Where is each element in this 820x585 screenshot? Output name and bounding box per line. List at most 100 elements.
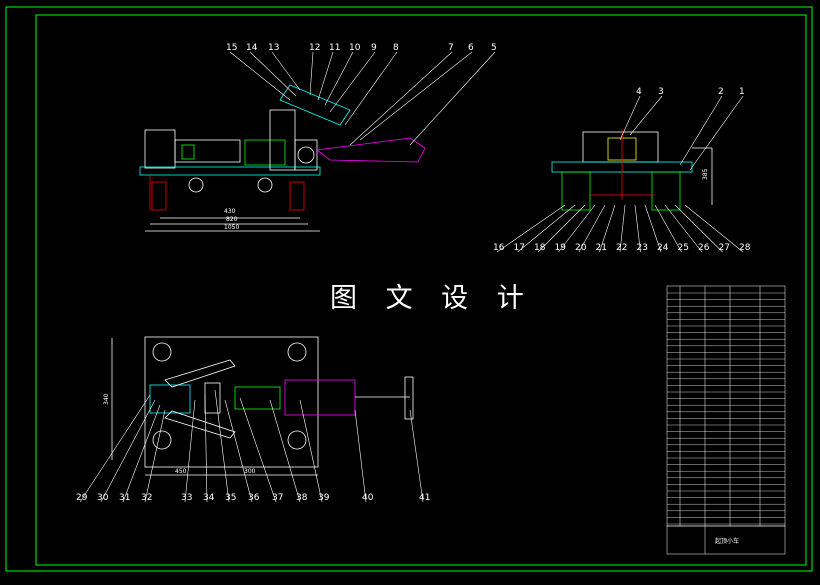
- callout-leader: [299, 399, 323, 503]
- callout-5: 5: [491, 43, 497, 53]
- callout-leader: [619, 95, 641, 141]
- callout-leader: [309, 51, 314, 96]
- callout-29: 29: [76, 493, 88, 503]
- callout-leader: [204, 394, 208, 503]
- callout-22: 22: [616, 243, 627, 253]
- side-view: [551, 130, 713, 211]
- callout-leader: [271, 51, 301, 91]
- inner-frame: [35, 14, 807, 566]
- callout-leader: [359, 51, 473, 141]
- dim-plan-1: 340: [103, 393, 110, 405]
- callout-11: 11: [329, 43, 340, 53]
- dim-plan-2: 450: [175, 468, 187, 475]
- callout-leader: [249, 51, 297, 97]
- dim-side-1: 385: [702, 168, 709, 180]
- callout-9: 9: [371, 43, 377, 53]
- dim-front-3: 1050: [224, 224, 239, 231]
- callout-4: 4: [636, 87, 642, 97]
- callout-3: 3: [658, 87, 664, 97]
- front-view: [139, 84, 426, 232]
- callout-33: 33: [181, 493, 192, 503]
- callout-leader: [144, 409, 166, 503]
- callout-leader: [558, 204, 596, 253]
- callout-leader: [644, 204, 662, 253]
- callout-leader: [679, 95, 723, 166]
- callout-21: 21: [596, 243, 607, 253]
- callout-leader: [122, 404, 161, 503]
- callout-leader: [599, 204, 616, 253]
- callout-34: 34: [203, 493, 215, 503]
- dim-front-1: 430: [224, 208, 236, 215]
- callout-18: 18: [534, 243, 546, 253]
- callout-leader: [517, 204, 576, 253]
- callout-10: 10: [349, 43, 361, 53]
- callout-7: 7: [448, 43, 454, 53]
- callout-leader: [214, 389, 230, 503]
- dim-front-2: 820: [226, 216, 238, 223]
- callout-36: 36: [248, 493, 260, 503]
- callout-32: 32: [141, 493, 152, 503]
- callout-leader: [409, 409, 424, 503]
- callout-39: 39: [318, 493, 330, 503]
- callout-19: 19: [555, 243, 567, 253]
- callout-leader: [100, 399, 156, 503]
- callout-13: 13: [268, 43, 279, 53]
- callout-leader: [354, 409, 367, 503]
- outer-frame: [5, 6, 813, 572]
- callout-35: 35: [225, 493, 236, 503]
- dim-plan-3: 300: [244, 468, 256, 475]
- callout-leader: [269, 399, 301, 503]
- callout-31: 31: [119, 493, 130, 503]
- callout-leader: [634, 204, 641, 253]
- callout-37: 37: [272, 493, 283, 503]
- callout-15: 15: [226, 43, 237, 53]
- callout-leader: [317, 51, 334, 101]
- callout-leader: [684, 204, 744, 253]
- callout-25: 25: [678, 243, 689, 253]
- callout-1: 1: [739, 87, 745, 97]
- callout-14: 14: [246, 43, 258, 53]
- callout-leader: [349, 51, 453, 146]
- callout-17: 17: [514, 243, 525, 253]
- parts-list-rows: [667, 292, 785, 525]
- callout-8: 8: [393, 43, 399, 53]
- plan-view: [111, 336, 414, 476]
- callout-24: 24: [657, 243, 669, 253]
- callout-leader: [629, 95, 663, 136]
- callout-12: 12: [309, 43, 320, 53]
- callout-26: 26: [698, 243, 710, 253]
- callout-leader: [689, 95, 744, 171]
- callout-2: 2: [718, 87, 724, 97]
- callout-16: 16: [493, 243, 505, 253]
- callout-leader: [409, 51, 496, 146]
- callout-leader: [619, 204, 626, 253]
- callout-leader: [674, 204, 723, 253]
- callout-leader: [239, 397, 277, 503]
- callout-leader: [344, 51, 398, 126]
- callout-41: 41: [419, 493, 430, 503]
- callout-leader: [324, 51, 354, 106]
- callout-leader: [79, 394, 151, 503]
- callout-leader: [496, 204, 566, 253]
- parts-list-table: [666, 285, 786, 555]
- watermark-text: 图 文 设 计: [330, 283, 534, 314]
- callout-30: 30: [97, 493, 109, 503]
- callout-leader: [664, 204, 703, 253]
- callout-leader: [184, 399, 196, 503]
- callout-28: 28: [739, 243, 751, 253]
- callout-leader: [224, 399, 253, 503]
- callout-leader: [537, 204, 586, 253]
- callout-38: 38: [296, 493, 308, 503]
- callout-27: 27: [719, 243, 730, 253]
- title-block-name: 起顶小车: [715, 537, 739, 545]
- callout-leader: [229, 51, 291, 101]
- callout-40: 40: [362, 493, 374, 503]
- callout-23: 23: [637, 243, 648, 253]
- callout-leader: [654, 204, 682, 253]
- callout-20: 20: [575, 243, 587, 253]
- callout-leader: [578, 204, 606, 253]
- callout-leader: [329, 51, 376, 113]
- callout-6: 6: [468, 43, 474, 53]
